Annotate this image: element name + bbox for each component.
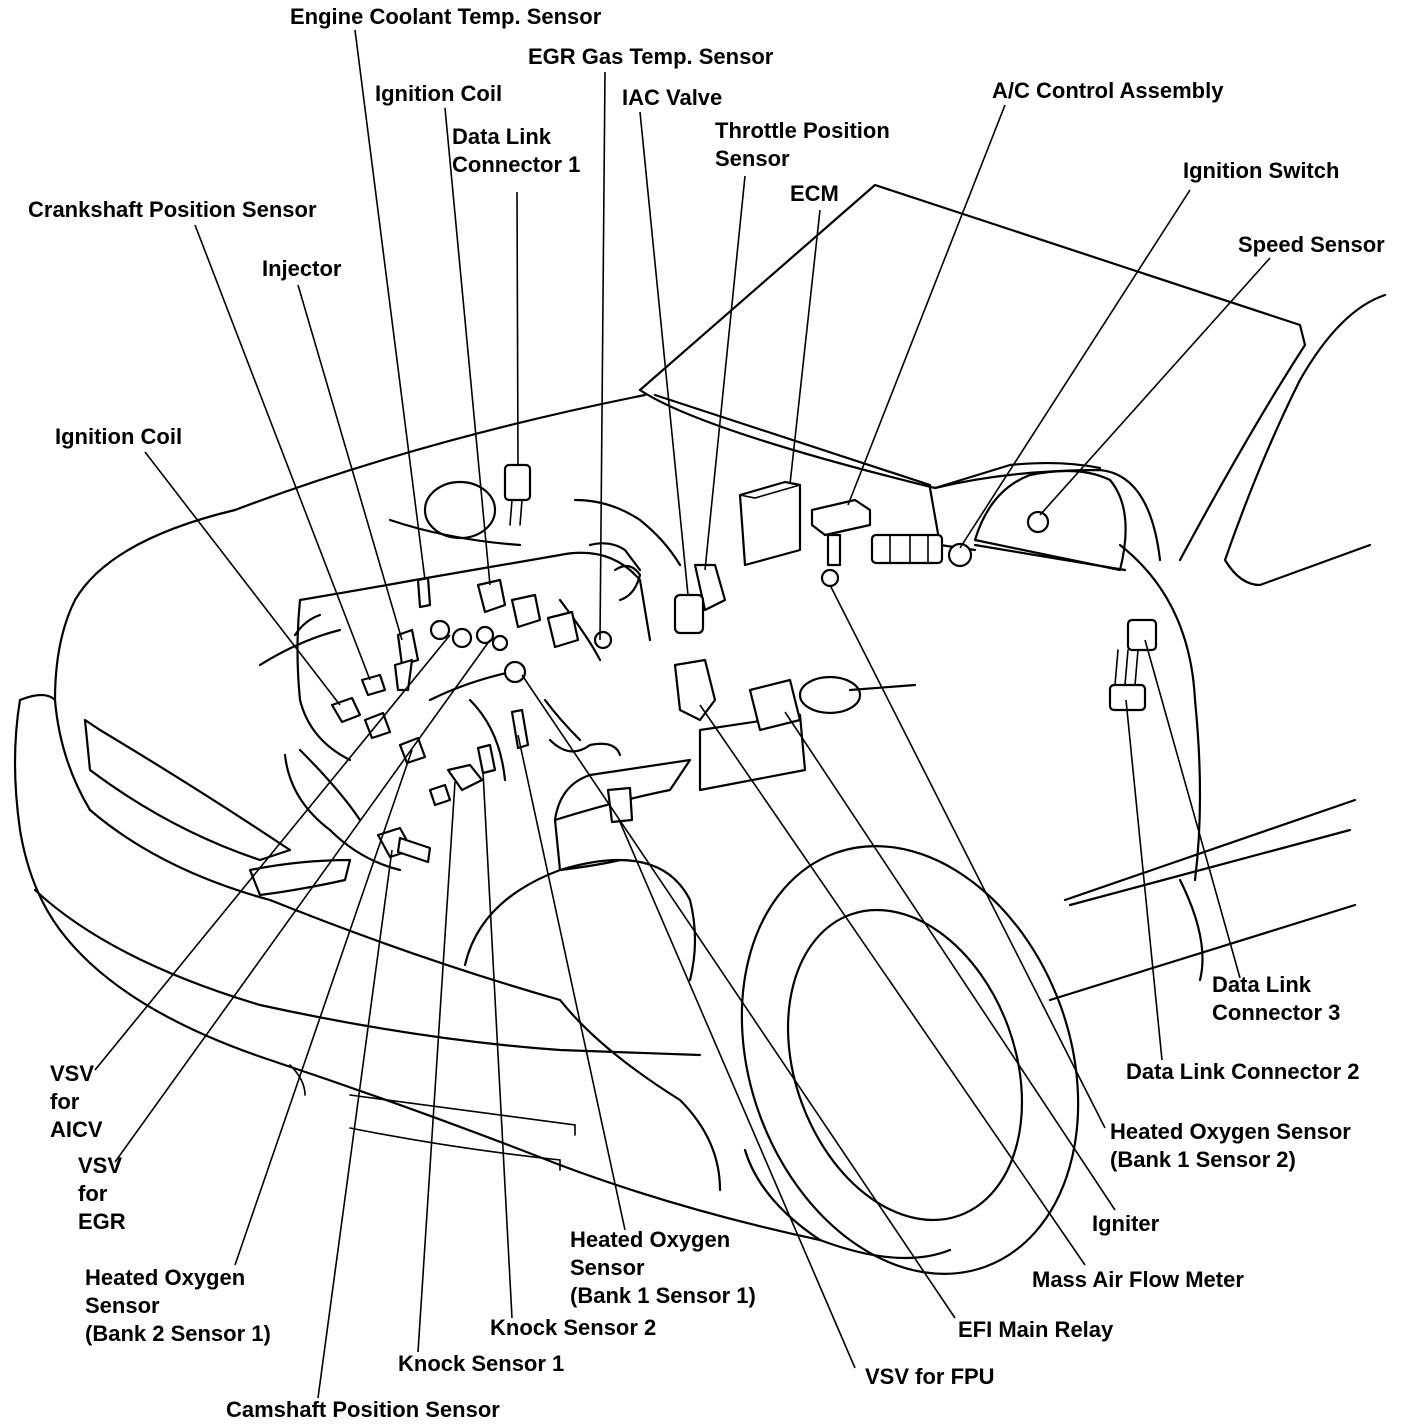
engine-outline bbox=[258, 480, 917, 872]
label-heated-oxygen-sensor-bank1-sensor2: Heated Oxygen Sensor (Bank 1 Sensor 2) bbox=[1110, 1119, 1351, 1172]
label-camshaft-position-sensor: Camshaft Position Sensor bbox=[226, 1397, 500, 1422]
label-knock-sensor-1: Knock Sensor 1 bbox=[398, 1351, 565, 1376]
label-vsv-for-egr: VSV for EGR bbox=[78, 1153, 126, 1234]
ac-control-box bbox=[810, 498, 872, 537]
label-efi-main-relay: EFI Main Relay bbox=[958, 1317, 1114, 1342]
components bbox=[330, 463, 1158, 864]
label-data-link-connector-1: Data Link Connector 1 bbox=[452, 124, 581, 177]
label-data-link-connector-3: Data Link Connector 3 bbox=[1212, 972, 1341, 1025]
label-throttle-position-sensor: Throttle Position Sensor bbox=[715, 118, 890, 171]
label-iac-valve: IAC Valve bbox=[622, 85, 723, 110]
label-crankshaft-position-sensor: Crankshaft Position Sensor bbox=[28, 197, 317, 222]
label-data-link-connector-2: Data Link Connector 2 bbox=[1126, 1059, 1360, 1084]
car-body-outline bbox=[13, 183, 1387, 1275]
label-ignition-switch: Ignition Switch bbox=[1183, 158, 1340, 183]
label-mass-air-flow-meter: Mass Air Flow Meter bbox=[1032, 1267, 1244, 1292]
label-egr-gas-temp-sensor: EGR Gas Temp. Sensor bbox=[528, 44, 774, 69]
label-vsv-for-fpu: VSV for FPU bbox=[865, 1364, 995, 1389]
label-igniter: Igniter bbox=[1092, 1211, 1160, 1236]
label-ignition-coil-left: Ignition Coil bbox=[55, 424, 183, 449]
label-heated-oxygen-sensor-bank1-sensor1: Heated Oxygen Sensor (Bank 1 Sensor 1) bbox=[570, 1227, 756, 1308]
ecm-box bbox=[738, 480, 802, 567]
leader-lines bbox=[94, 29, 1271, 1399]
label-vsv-for-aicv: VSV for AICV bbox=[50, 1061, 103, 1142]
label-ac-control-assembly: A/C Control Assembly bbox=[992, 78, 1224, 103]
label-speed-sensor: Speed Sensor bbox=[1238, 232, 1385, 257]
label-knock-sensor-2: Knock Sensor 2 bbox=[490, 1315, 657, 1340]
label-ignition-coil-top: Ignition Coil bbox=[375, 81, 503, 106]
label-engine-coolant-temp-sensor: Engine Coolant Temp. Sensor bbox=[290, 4, 602, 29]
label-injector: Injector bbox=[262, 256, 342, 281]
label-heated-oxygen-sensor-bank2-sensor1: Heated Oxygen Sensor (Bank 2 Sensor 1) bbox=[85, 1265, 271, 1346]
label-ecm: ECM bbox=[790, 181, 839, 206]
